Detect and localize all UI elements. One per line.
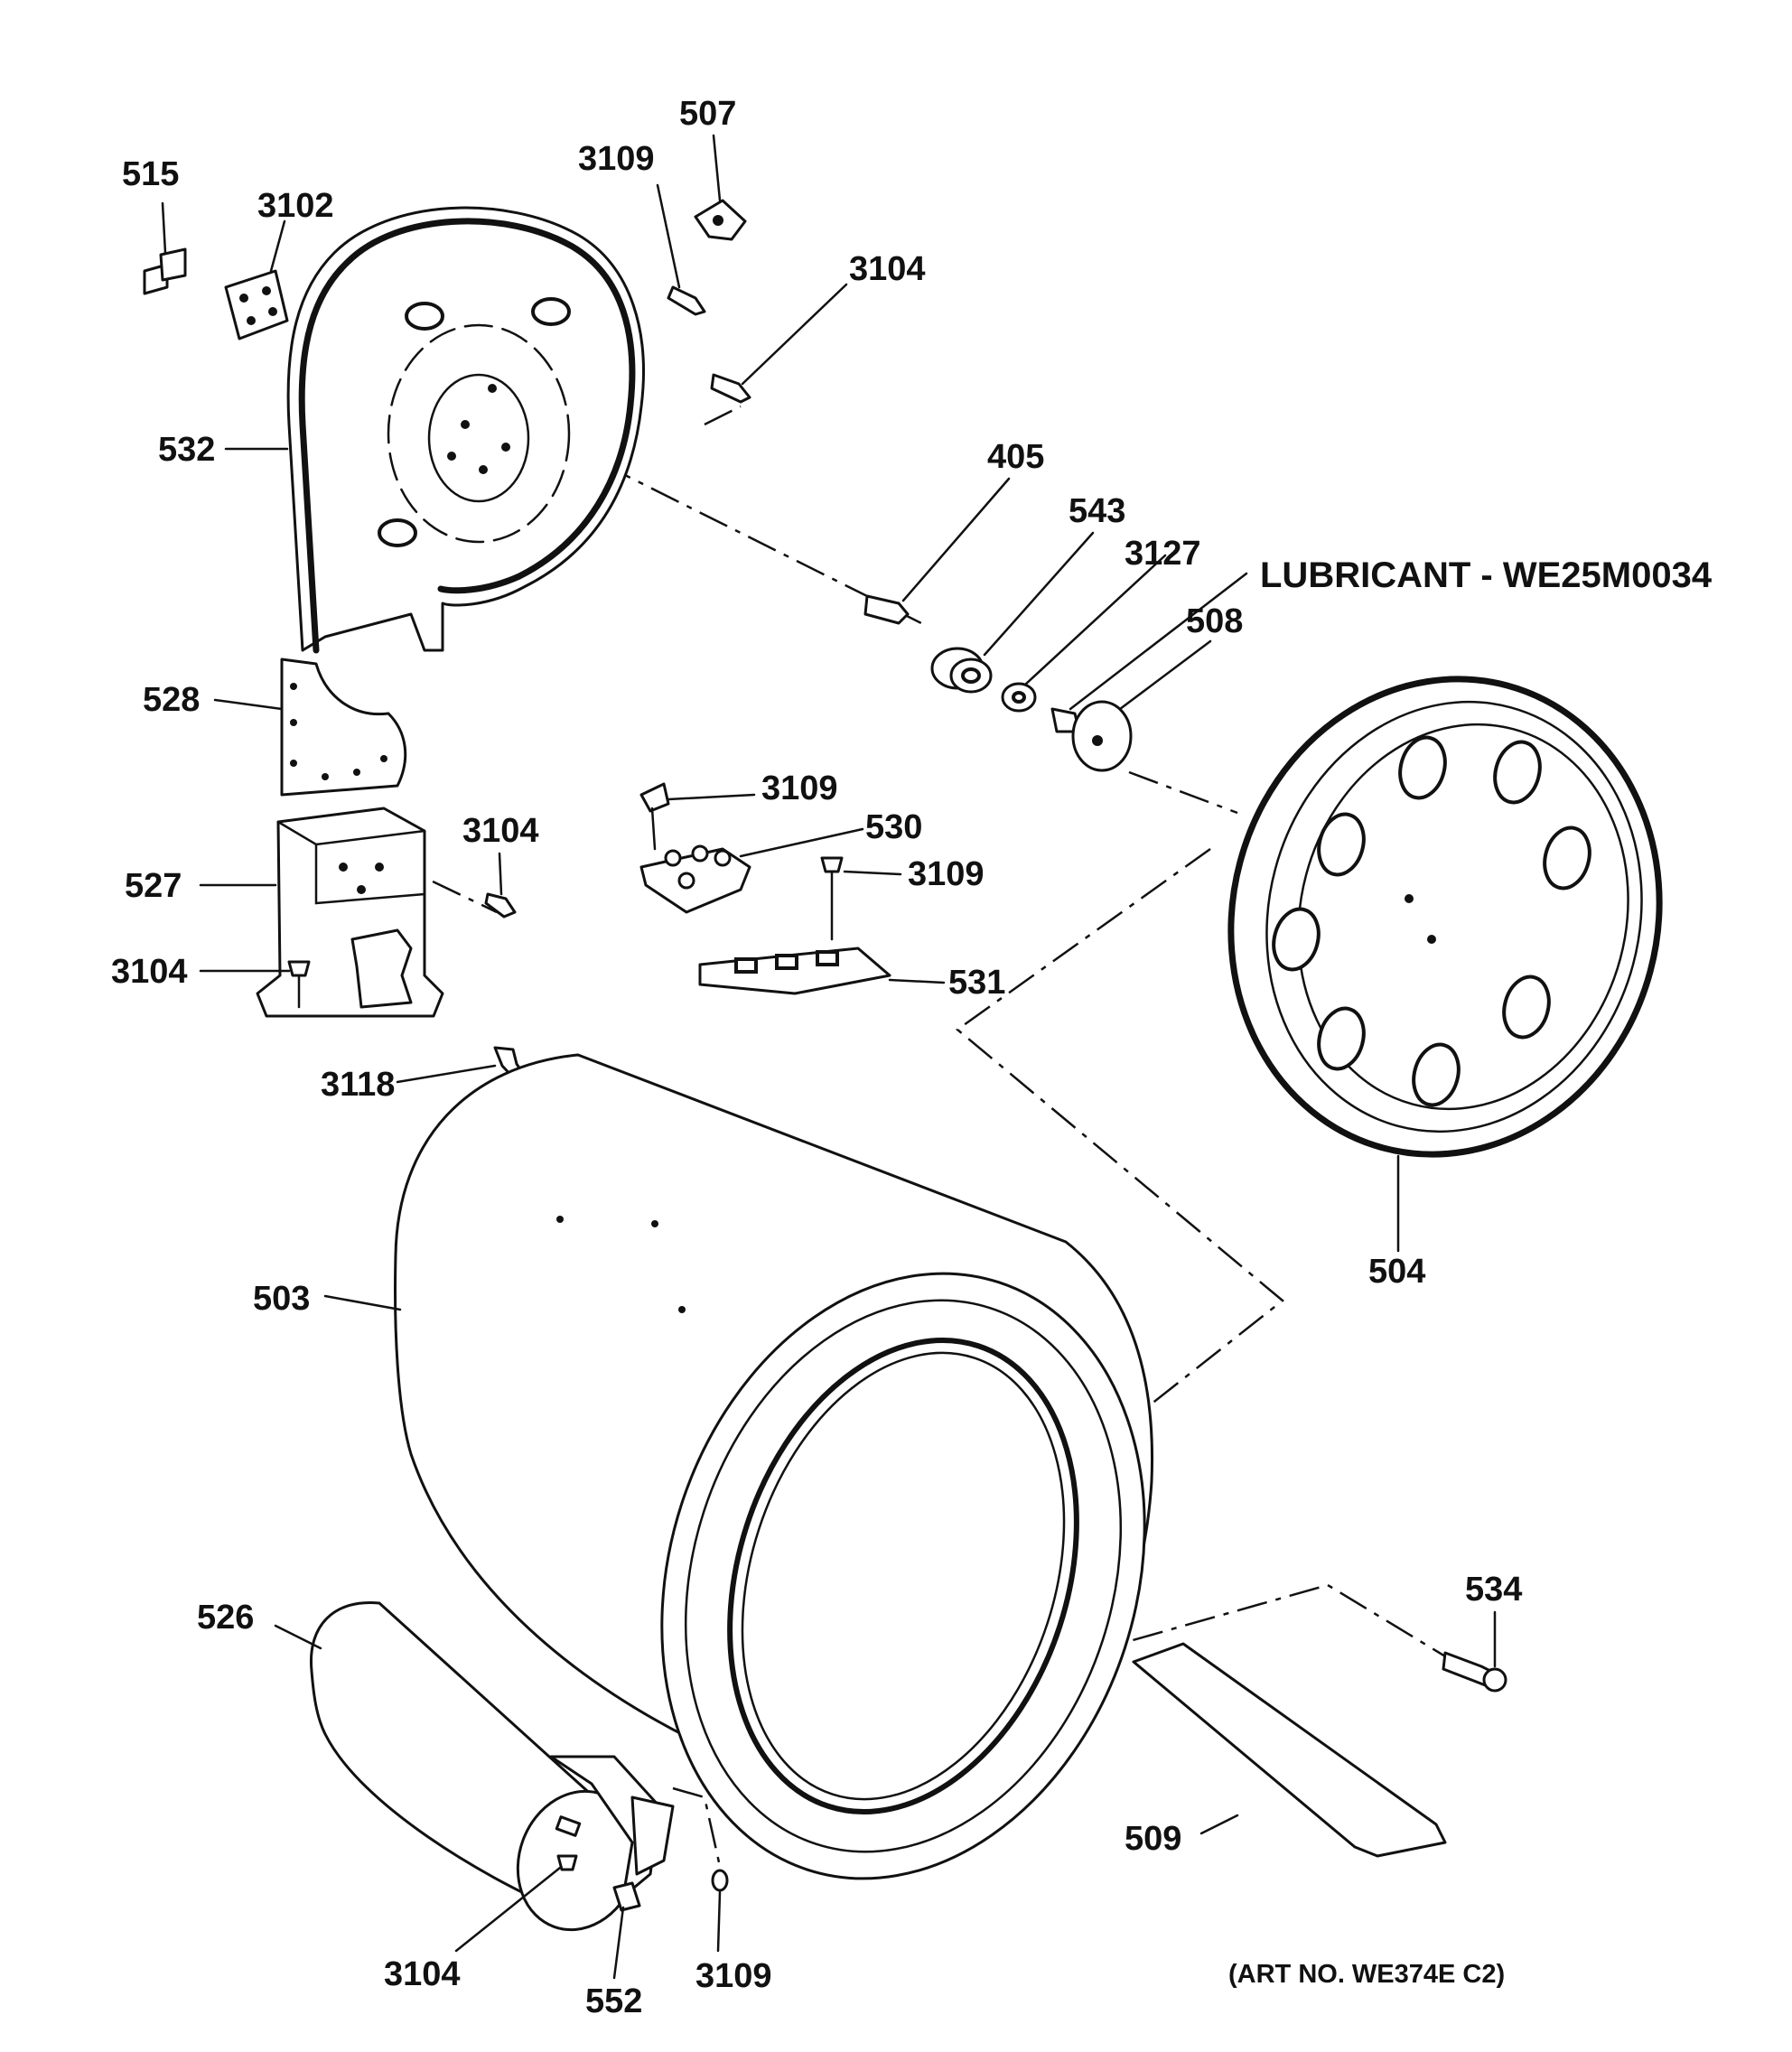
label-3104: 3104: [384, 1955, 461, 1993]
label-508: 508: [1186, 602, 1243, 640]
label-530: 530: [865, 808, 922, 846]
label-3109: 3109: [761, 770, 838, 807]
label-3109: 3109: [908, 855, 985, 893]
shaft-508: [1050, 700, 1133, 772]
screw-3104-bracket-left: [287, 960, 311, 1009]
plate-531: [698, 947, 891, 995]
nut-3109-motor: [711, 1869, 729, 1892]
label-3109: 3109: [695, 1957, 772, 1995]
label-526: 526: [197, 1599, 254, 1637]
label-507: 507: [679, 95, 736, 133]
screw-3109-right: [820, 856, 844, 941]
label-552: 552: [585, 1982, 642, 2020]
art-number: (ART NO. WE374E C2): [1228, 1960, 1505, 1989]
leader-lines: [161, 134, 1497, 1980]
screw-3104-top: [710, 373, 751, 404]
label-515: 515: [122, 155, 179, 193]
terminal-block-530: [639, 844, 751, 914]
clip-515: [143, 247, 187, 295]
label-3104: 3104: [462, 812, 539, 850]
thermostat-507: [694, 199, 747, 241]
screw-3109-mid: [639, 782, 670, 851]
label-534: 534: [1465, 1571, 1522, 1609]
bearing-543: [930, 647, 993, 694]
label-509: 509: [1125, 1820, 1181, 1858]
motor-526: [309, 1600, 675, 1932]
screw-405: [863, 594, 910, 625]
label-543: 543: [1069, 492, 1125, 530]
screw-3104-bracket: [484, 892, 517, 919]
washer-3127: [1001, 682, 1037, 713]
screw-3104-motor: [556, 1854, 578, 1871]
label-504: 504: [1368, 1253, 1425, 1291]
motor-bracket-527: [256, 807, 444, 1018]
label-3104: 3104: [111, 953, 188, 991]
label-528: 528: [143, 681, 200, 719]
blower-housing-532: [286, 206, 645, 654]
switch-552: [612, 1881, 641, 1912]
baffle-509: [1132, 1642, 1447, 1858]
label-3104: 3104: [849, 250, 926, 288]
label-3102: 3102: [257, 187, 334, 225]
lubricant-note: LUBRICANT - WE25M0034: [1260, 555, 1713, 595]
label-3109: 3109: [578, 140, 655, 178]
drum-503: [394, 1053, 1154, 1880]
label-527: 527: [125, 867, 182, 905]
drum-pulley-504: [1227, 676, 1663, 1158]
label-405: 405: [987, 438, 1044, 476]
label-503: 503: [253, 1280, 310, 1318]
label-532: 532: [158, 431, 215, 469]
screw-3109-top: [667, 285, 706, 316]
mounting-plate-528: [280, 658, 407, 797]
label-531: 531: [948, 964, 1005, 1002]
label-3127: 3127: [1125, 535, 1201, 573]
part-labels: 515 3102 3109 507 3104 532 405 543 3127 …: [111, 95, 1713, 2020]
label-3118: 3118: [321, 1066, 395, 1104]
screw-534: [1442, 1651, 1507, 1693]
pad-3102: [224, 269, 289, 340]
